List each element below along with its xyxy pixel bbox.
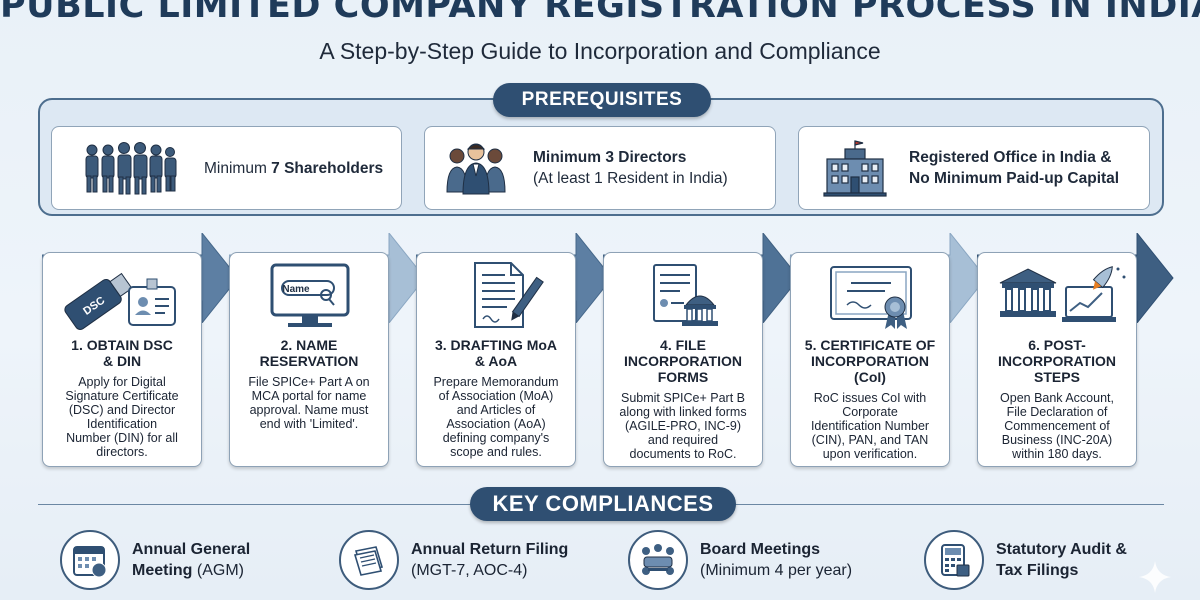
calculator-icon bbox=[924, 530, 984, 590]
page-subtitle: A Step-by-Step Guide to Incorporation an… bbox=[319, 38, 881, 64]
prereq-shareholders-card: Minimum 7 Shareholders bbox=[51, 126, 402, 210]
compliance-audit-tax-text: Statutory Audit &Tax Filings bbox=[996, 541, 1127, 579]
directors-icon bbox=[446, 143, 506, 195]
compliance-board-meetings: Board Meetings(Minimum 4 per year) bbox=[628, 528, 852, 592]
forms-government-icon bbox=[653, 264, 718, 326]
compliance-board-meetings-text: Board Meetings(Minimum 4 per year) bbox=[700, 541, 853, 579]
key-compliances-label: KEY COMPLIANCES bbox=[470, 487, 736, 521]
prereq-directors-card: Minimum 3 Directors(At least 1 Resident … bbox=[424, 126, 776, 210]
prerequisites-label: PREREQUISITES bbox=[493, 83, 711, 117]
compliance-annual-return-text: Annual Return Filing(MGT-7, AOC-4) bbox=[411, 541, 569, 579]
monitor-field-label: Name bbox=[282, 284, 310, 295]
office-building-icon bbox=[823, 140, 887, 197]
sparkle-icon bbox=[1139, 561, 1171, 593]
document-pen-icon bbox=[474, 262, 544, 328]
usb-dsc-icon: DSC bbox=[64, 272, 176, 330]
page-title: PUBLIC LIMITED COMPANY REGISTRATION PROC… bbox=[0, 0, 1200, 26]
compliance-audit-tax: Statutory Audit &Tax Filings bbox=[924, 528, 1127, 592]
prereq-directors-text: Minimum 3 Directors(At least 1 Resident … bbox=[533, 149, 728, 187]
step-card-1: DSC 1. OBTAIN DSC& DIN Apply for Digital… bbox=[42, 252, 202, 467]
monitor-name-icon: Name bbox=[270, 263, 350, 327]
step-title: 3. DRAFTING MoA& AoA bbox=[434, 337, 558, 369]
meeting-table-icon bbox=[628, 530, 688, 590]
bank-rocket-icon bbox=[999, 266, 1126, 322]
compliance-annual-return: Annual Return Filing(MGT-7, AOC-4) bbox=[339, 528, 568, 592]
certificate-icon bbox=[830, 266, 912, 329]
papers-stack-icon bbox=[339, 530, 399, 590]
prereq-office-card: Registered Office in India &No Minimum P… bbox=[798, 126, 1150, 210]
people-group-icon bbox=[85, 142, 177, 195]
calendar-icon bbox=[60, 530, 120, 590]
prereq-office-text: Registered Office in India &No Minimum P… bbox=[909, 149, 1120, 187]
prereq-shareholders-text: Minimum 7 Shareholders bbox=[204, 159, 384, 177]
step-title: 1. OBTAIN DSC& DIN bbox=[71, 337, 173, 369]
